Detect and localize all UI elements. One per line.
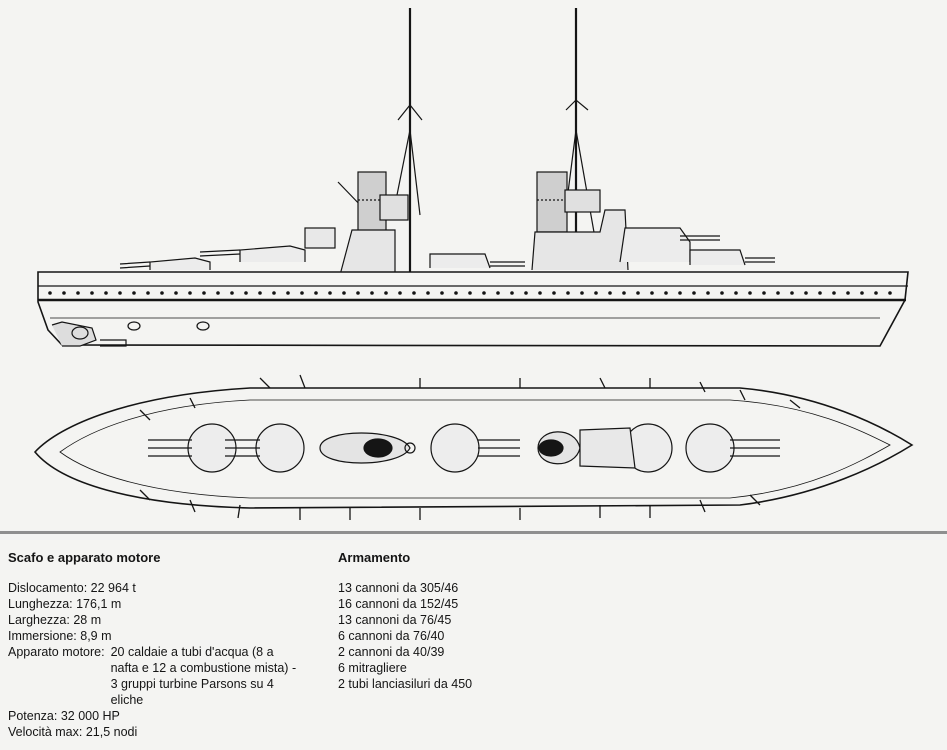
dislocamento-text: Dislocamento: 22 964 t — [8, 581, 136, 595]
plan-view — [33, 374, 914, 520]
divider — [0, 531, 947, 534]
side-profile — [37, 8, 909, 347]
armament-item: 2 cannoni da 40/39 — [338, 645, 445, 659]
armament-item: 6 cannoni da 76/40 — [338, 629, 445, 643]
armament-item: 6 mitragliere — [338, 661, 407, 675]
armament-item: 16 cannoni da 152/45 — [338, 597, 459, 611]
armament-item: 13 cannoni da 76/45 — [338, 613, 452, 627]
hull-engine-section: Scafo e apparato motore Dislocamento: 22… — [8, 550, 328, 740]
larghezza-text: Larghezza: 28 m — [8, 613, 102, 627]
battleship-drawing — [33, 8, 914, 520]
armament-item: 13 cannoni da 305/46 — [338, 581, 459, 595]
apparato-motore-value: 20 caldaie a tubi d'acqua (8 a nafta e 1… — [110, 645, 297, 707]
apparato-motore-row: Apparato motore: 20 caldaie a tubi d'acq… — [8, 644, 328, 708]
immersione-text: Immersione: 8,9 m — [8, 629, 112, 643]
armament-heading: Armamento — [338, 550, 411, 565]
hull-engine-heading: Scafo e apparato motore — [8, 550, 161, 565]
velocita-text: Velocità max: 21,5 nodi — [8, 725, 138, 739]
armament-section: Armamento 13 cannoni da 305/46 16 cannon… — [338, 550, 638, 692]
apparato-motore-label: Apparato motore: — [8, 645, 105, 659]
lunghezza-text: Lunghezza: 176,1 m — [8, 597, 122, 611]
armament-item: 2 tubi lanciasiluri da 450 — [338, 677, 473, 691]
potenza-text: Potenza: 32 000 HP — [8, 709, 120, 723]
